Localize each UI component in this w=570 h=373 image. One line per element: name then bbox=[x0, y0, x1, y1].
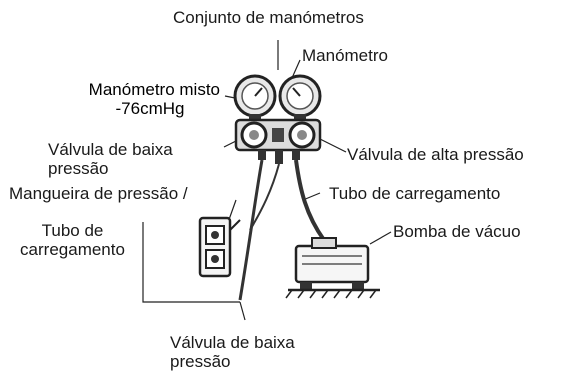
label-compound-gauge-line1: Manómetro misto bbox=[88, 80, 220, 99]
service-port bbox=[198, 216, 241, 278]
label-bottom-valve: Válvula de baixa pressão bbox=[170, 333, 350, 371]
label-compound-gauge-line2: -76cmHg bbox=[115, 99, 185, 118]
label-gauge-set: Conjunto de manómetros bbox=[173, 8, 364, 27]
label-low-valve-line1: Válvula de baixa bbox=[48, 140, 173, 159]
label-charge-hose-left: Tubo de carregamento bbox=[5, 221, 140, 259]
label-bottom-valve-line1: Válvula de baixa bbox=[170, 333, 295, 352]
manifold-body bbox=[234, 118, 322, 164]
leader-bottom-valve bbox=[239, 301, 246, 321]
label-charge-hose-left-line2: carregamento bbox=[20, 240, 125, 259]
leader-gauge bbox=[291, 59, 301, 79]
leader-high-valve bbox=[317, 137, 347, 153]
label-low-valve: Válvula de baixa pressão bbox=[48, 140, 223, 178]
label-bottom-valve-line2: pressão bbox=[170, 352, 231, 371]
label-low-valve-line2: pressão bbox=[48, 159, 109, 178]
label-compound-gauge: Manómetro misto -76cmHg bbox=[50, 80, 220, 118]
leader-vacuum-pump bbox=[369, 231, 392, 245]
hoses bbox=[238, 159, 326, 301]
vacuum-pump bbox=[285, 237, 380, 299]
compound-gauge bbox=[233, 74, 277, 122]
label-pressure-hose: Mangueira de pressão / bbox=[9, 184, 188, 203]
leader-charge-hose-left bbox=[142, 222, 240, 303]
label-vacuum-pump: Bomba de vácuo bbox=[393, 222, 521, 241]
label-high-valve: Válvula de alta pressão bbox=[347, 145, 524, 164]
label-charge-hose-right: Tubo de carregamento bbox=[329, 184, 501, 203]
high-pressure-gauge bbox=[278, 74, 322, 122]
label-gauge: Manómetro bbox=[302, 46, 388, 65]
label-charge-hose-left-line1: Tubo de bbox=[41, 221, 104, 240]
